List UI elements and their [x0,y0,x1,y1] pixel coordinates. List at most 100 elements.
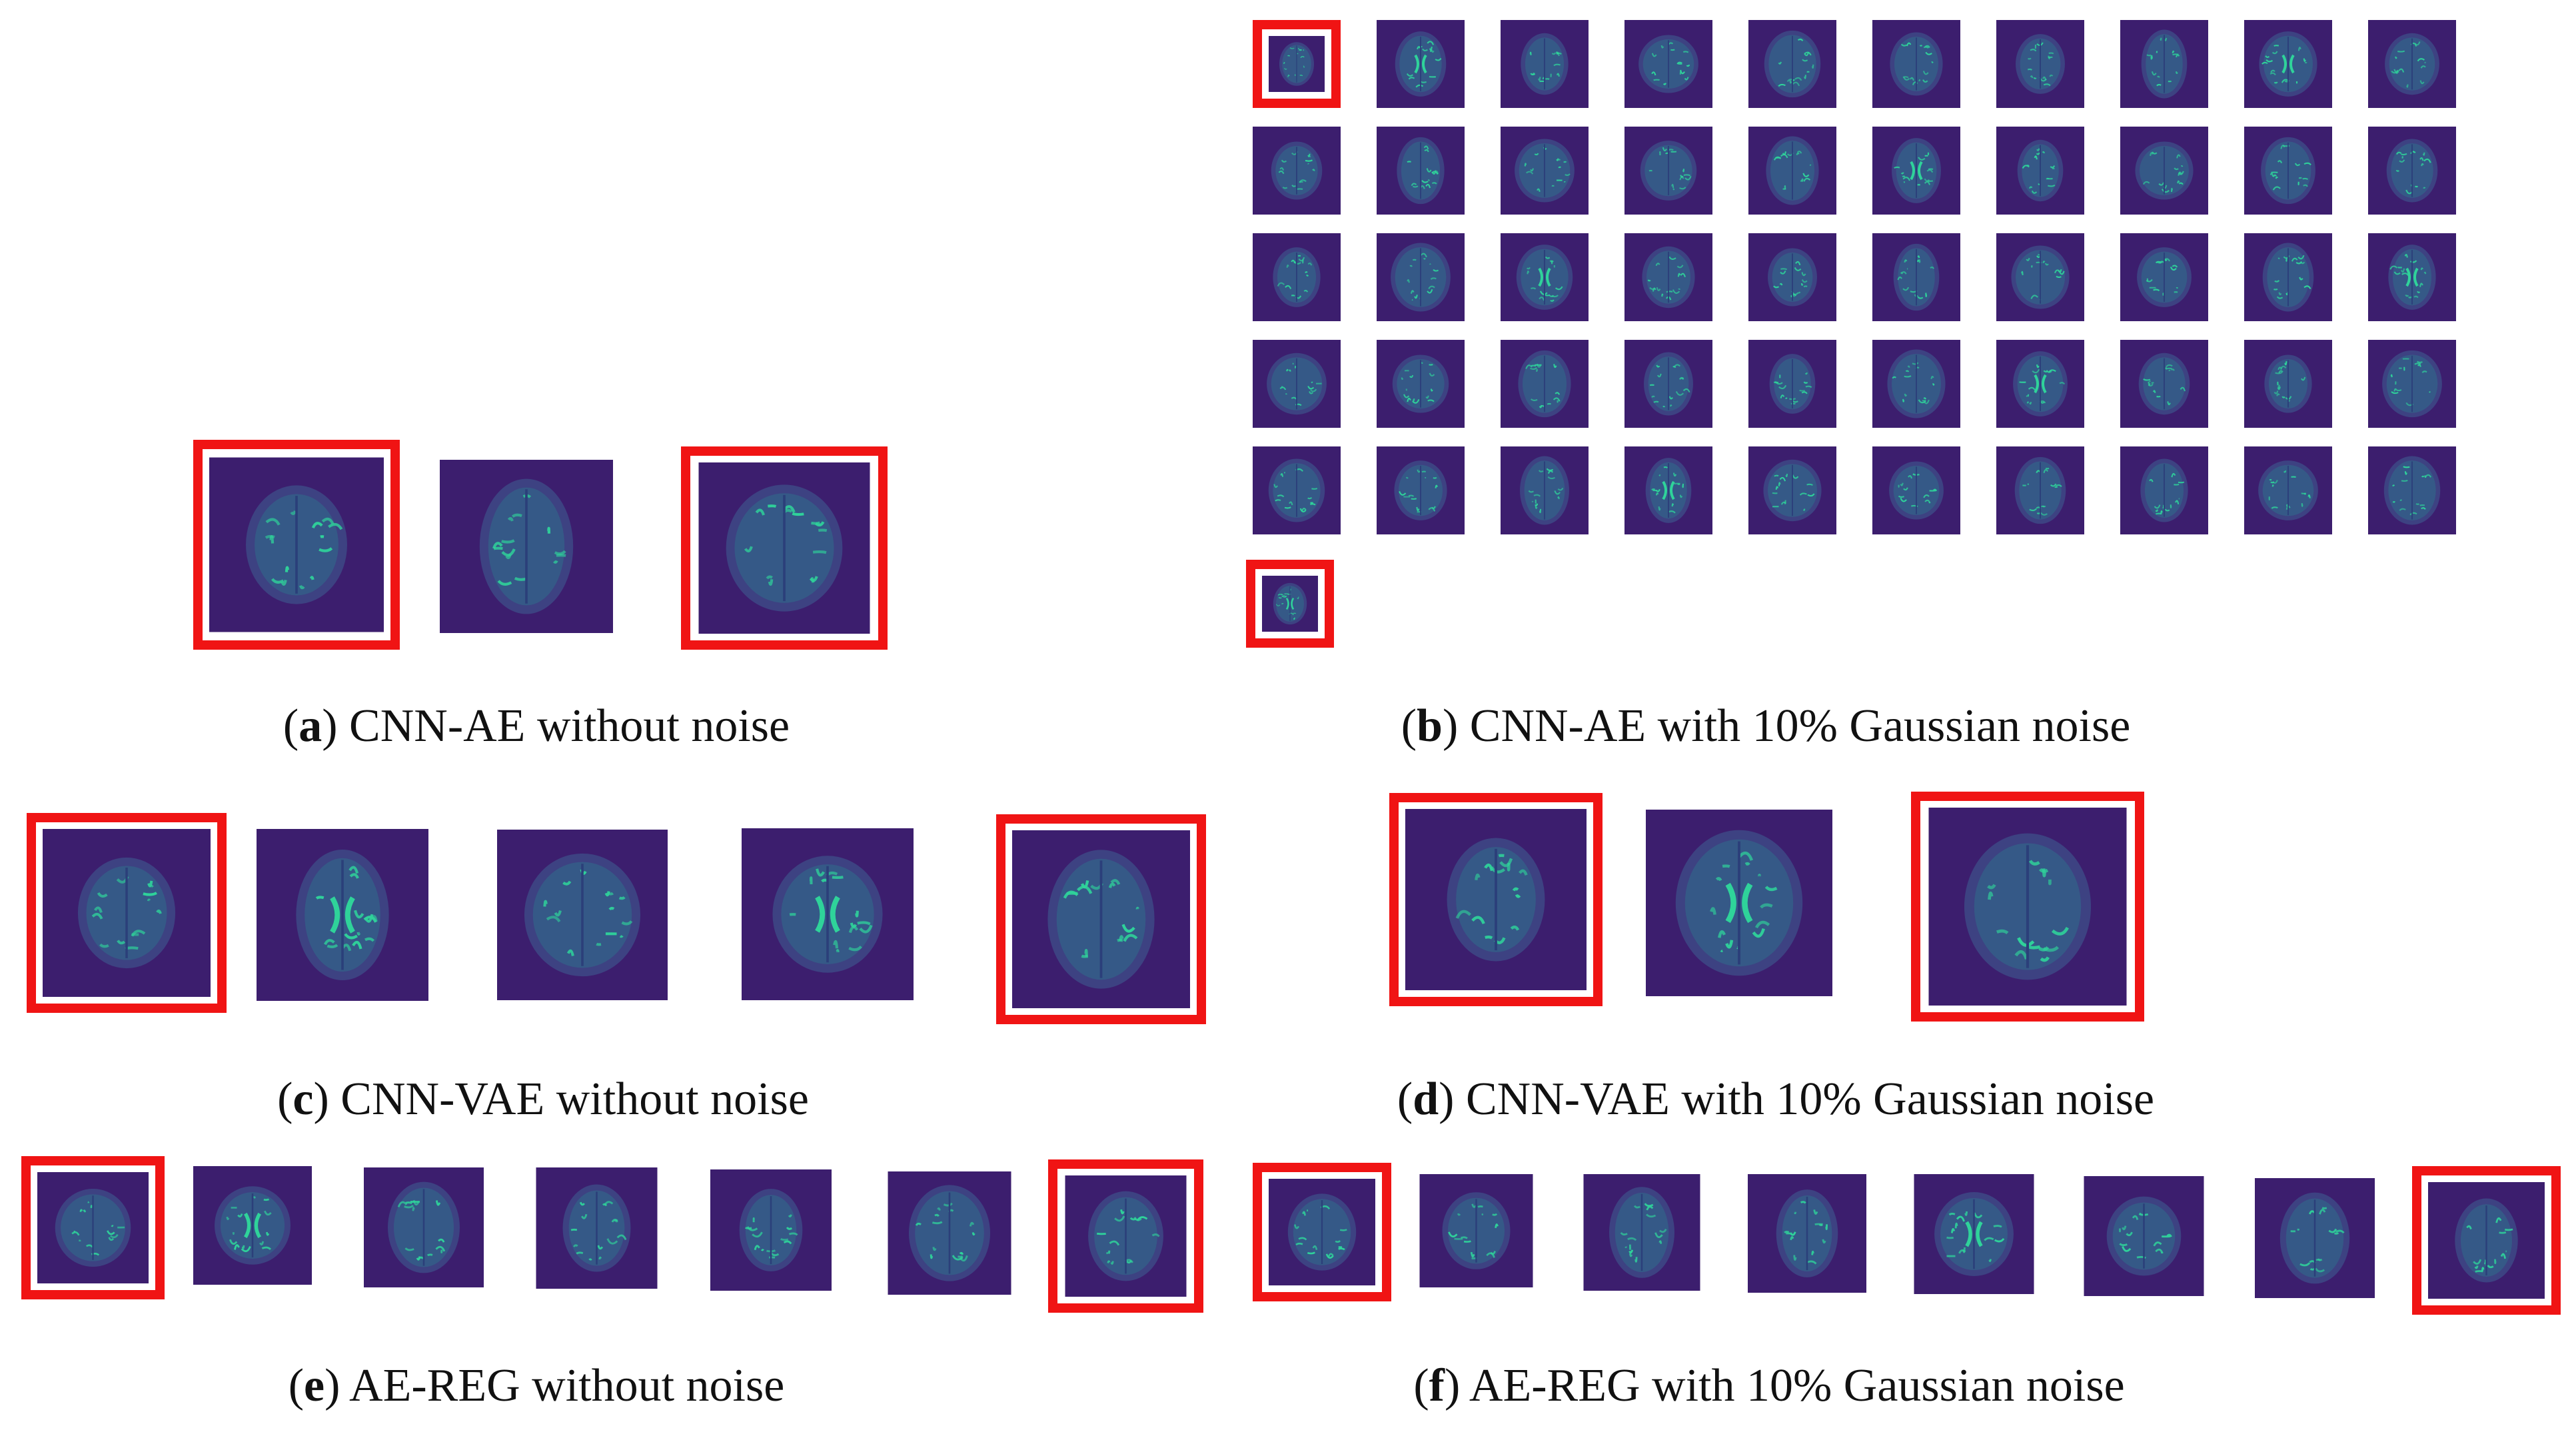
brain-slice-image [257,829,428,1001]
brain-slice-image [1253,340,1341,428]
brain-slice-image [1253,446,1341,534]
brain-thumbnail [1912,1174,2036,1294]
caption-d: (d) CNN-VAE with 10% Gaussian noise [1397,1073,2155,1125]
brain-slice-image [1996,20,2084,108]
brain-thumbnail [2244,233,2332,321]
brain-slice-image [1748,233,1836,321]
brain-thumbnail [1377,127,1465,215]
brain-thumbnail [193,1166,312,1285]
brain-thumbnail [1377,20,1465,108]
caption-f-text: AE-REG with 10% Gaussian noise [1469,1360,2125,1411]
brain-thumbnail [1748,20,1836,108]
brain-thumbnail [1624,20,1712,108]
brain-slice-image [37,1172,149,1283]
brain-slice-image [1748,340,1836,428]
brain-slice-image [2084,1176,2204,1296]
brain-slice-image [2255,1178,2375,1298]
brain-slice-image [1996,127,2084,215]
brain-slice-image [43,829,211,997]
brain-slice-image [1012,830,1190,1008]
brain-thumbnail [1418,1174,1535,1287]
brain-slice-image [1377,127,1465,215]
caption-c: (c) CNN-VAE without noise [277,1073,809,1125]
brain-slice-image [1996,446,2084,534]
brain-slice-image [1748,127,1836,215]
framed-brain-thumbnail [21,1156,165,1299]
brain-thumbnail [2252,1178,2377,1298]
brain-thumbnail [1748,127,1836,215]
brain-thumbnail [1377,446,1465,534]
brain-thumbnail [1501,446,1589,534]
brain-thumbnail [2244,20,2332,108]
caption-b-letter: b [1417,700,1443,752]
brain-slice-image [742,828,914,1000]
brain-slice-image [364,1167,484,1287]
brain-slice-image [698,462,870,634]
brain-thumbnail [1377,340,1465,428]
brain-slice-image [209,457,384,632]
framed-brain-thumbnail [2412,1166,2561,1315]
brain-thumbnail [1872,233,1960,321]
brain-slice-image [2244,446,2332,534]
brain-slice-image [497,830,668,1000]
brain-thumbnail [2120,340,2208,428]
brain-slice-image [2120,446,2208,534]
brain-slice-image [1419,1174,1533,1287]
brain-slice-image [193,1166,312,1285]
caption-b-text: CNN-AE with 10% Gaussian noise [1469,700,2131,752]
brain-slice-image [1501,20,1589,108]
framed-brain-thumbnail [1246,560,1334,648]
brain-thumbnail [742,828,914,1001]
brain-thumbnail [1646,810,1832,996]
brain-slice-image [1065,1175,1187,1297]
brain-thumbnail [2120,20,2208,108]
brain-thumbnail [1872,446,1960,534]
brain-thumbnail [1253,340,1341,428]
brain-slice-image [710,1169,832,1291]
brain-thumbnail [1872,20,1960,108]
caption-c-text: CNN-VAE without noise [340,1073,809,1125]
brain-thumbnail [1748,340,1836,428]
framed-brain-thumbnail [1911,792,2144,1022]
brain-thumbnail [2368,20,2456,108]
brain-thumbnail [1501,340,1589,428]
caption-a-letter: a [299,700,322,752]
brain-thumbnail [1872,340,1960,428]
caption-e: (e) AE-REG without noise [288,1360,785,1411]
brain-thumbnail [496,830,668,1000]
brain-thumbnail [1872,127,1960,215]
brain-thumbnail [708,1169,834,1291]
brain-slice-image [1405,809,1587,990]
brain-slice-image [536,1167,658,1289]
brain-slice-image [1624,446,1712,534]
brain-thumbnail [1996,20,2084,108]
brain-thumbnail [1377,233,1465,321]
brain-slice-image [1262,576,1318,632]
brain-thumbnail [1253,233,1341,321]
brain-thumbnail [257,828,428,1002]
caption-c-letter: c [293,1073,314,1125]
brain-thumbnail [1624,340,1712,428]
brain-slice-image [1748,20,1836,108]
framed-brain-thumbnail [1389,793,1603,1006]
brain-slice-image [2244,233,2332,321]
brain-slice-image [1872,446,1960,534]
brain-slice-image [1583,1174,1700,1291]
brain-slice-image [1501,446,1589,534]
caption-e-text: AE-REG without noise [349,1360,785,1411]
brain-thumbnail [1253,127,1341,215]
brain-slice-image [1872,233,1960,321]
brain-slice-image [1872,127,1960,215]
brain-slice-image [2368,233,2456,321]
brain-slice-image [2244,127,2332,215]
brain-thumbnail [1747,1174,1867,1293]
brain-slice-image [2120,340,2208,428]
brain-slice-image [1914,1174,2034,1294]
brain-slice-image [1377,340,1465,428]
brain-thumbnail [1501,127,1589,215]
framed-brain-thumbnail [1253,20,1341,108]
framed-brain-thumbnail [27,813,227,1013]
brain-thumbnail [2120,233,2208,321]
framed-brain-thumbnail [1048,1159,1203,1313]
brain-thumbnail [2244,446,2332,534]
